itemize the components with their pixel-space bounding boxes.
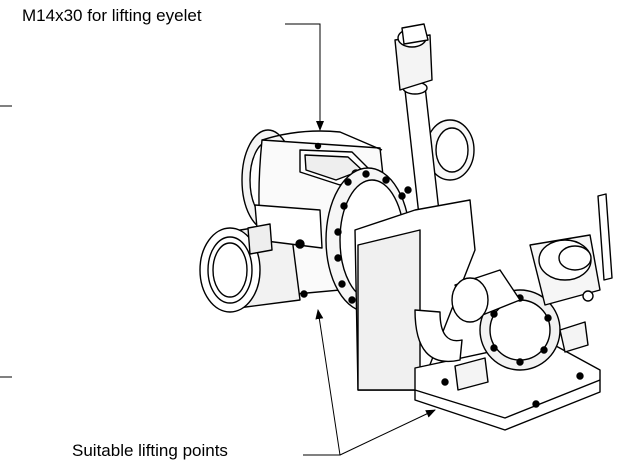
leader-line-top — [285, 23, 324, 131]
pump-bolts — [490, 294, 552, 366]
assembly-body — [199, 23, 613, 431]
leader-line-bottom-left — [303, 309, 341, 456]
leader-line-bottom-right — [339, 409, 436, 456]
foot-block — [454, 357, 489, 391]
lifting-eyelet-hole — [314, 142, 322, 150]
valve-handle — [597, 193, 613, 281]
lifting-points-label: Suitable lifting points — [72, 441, 228, 460]
elbow-pipe — [414, 309, 463, 362]
lifting-eyelet-label: M14x30 for lifting eyelet — [22, 6, 202, 25]
